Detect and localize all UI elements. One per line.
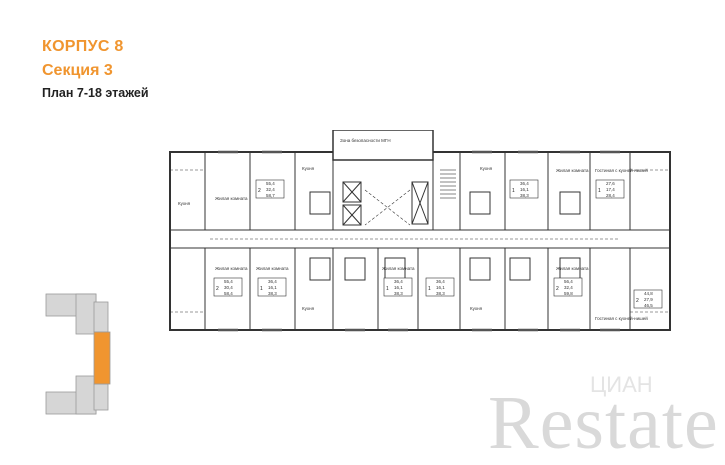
svg-text:36,4: 36,4 (436, 279, 445, 284)
section-key-map (45, 293, 111, 415)
living-label: Жилая комната (556, 266, 589, 271)
section-title: Секция 3 (42, 62, 113, 79)
svg-text:30,4: 30,4 (224, 285, 233, 290)
svg-text:16,1: 16,1 (436, 285, 445, 290)
building-title: КОРПУС 8 (42, 38, 124, 55)
svg-text:36,4: 36,4 (520, 181, 529, 186)
stair-zone-label: Зона безопасности МГН (340, 138, 391, 143)
svg-text:1: 1 (428, 286, 431, 292)
cian-watermark: ЦИАН (590, 372, 653, 397)
elevator-2 (342, 204, 362, 226)
svg-text:16,1: 16,1 (394, 285, 403, 290)
apt-bottom-4: 1 36,4 16,1 38,3 (425, 277, 455, 297)
svg-text:44,8: 44,8 (644, 291, 653, 296)
svg-text:46,5: 46,5 (644, 303, 653, 308)
svg-text:16,1: 16,1 (268, 285, 277, 290)
svg-text:1: 1 (512, 188, 515, 194)
svg-text:2: 2 (258, 188, 261, 194)
svg-text:1: 1 (260, 286, 263, 292)
apt-top-2: 1 36,4 16,1 38,3 (509, 179, 539, 199)
svg-text:2: 2 (636, 298, 639, 304)
outer-wall (169, 151, 671, 331)
svg-text:27,6: 27,6 (606, 181, 615, 186)
svg-text:38,3: 38,3 (520, 193, 529, 198)
apt-bottom-5: 2 56,4 32,4 59,8 (553, 277, 583, 297)
svg-text:55,4: 55,4 (224, 279, 233, 284)
svg-text:2: 2 (556, 286, 559, 292)
current-section-highlight (93, 331, 111, 385)
apt-bottom-6: 2 44,8 27,9 46,5 (633, 289, 663, 309)
svg-text:28,4: 28,4 (606, 193, 615, 198)
svg-text:36,4: 36,4 (394, 279, 403, 284)
apt-bottom-2: 1 36,4 16,1 38,3 (257, 277, 287, 297)
svg-text:17,4: 17,4 (606, 187, 615, 192)
svg-text:38,3: 38,3 (394, 291, 403, 296)
svg-text:32,4: 32,4 (564, 285, 573, 290)
elevator-3 (411, 181, 429, 225)
svg-text:58,7: 58,7 (266, 193, 275, 198)
svg-text:55,4: 55,4 (266, 181, 275, 186)
apt-top-3: 1 27,6 17,4 28,4 (595, 179, 625, 199)
elevator-1 (342, 181, 362, 203)
svg-text:16,1: 16,1 (520, 187, 529, 192)
apt-top-1: 2 55,4 32,4 58,7 (255, 179, 285, 199)
svg-text:38,3: 38,3 (436, 291, 445, 296)
living-label: Жилая комната (256, 266, 289, 271)
apt-bottom-3: 1 36,4 16,1 38,3 (383, 277, 413, 297)
restate-watermark: Restate (488, 381, 719, 465)
svg-text:32,4: 32,4 (266, 187, 275, 192)
svg-text:1: 1 (598, 188, 601, 194)
svg-text:36,4: 36,4 (268, 279, 277, 284)
living-label: Жилая комната (215, 196, 248, 201)
svg-text:2: 2 (216, 286, 219, 292)
svg-text:1: 1 (386, 286, 389, 292)
guest-label: Гостиная с кухней-нишей (595, 315, 648, 321)
kitchen-label: Кухня (178, 201, 191, 206)
kitchen-label: Кухня (480, 166, 493, 171)
svg-text:56,4: 56,4 (564, 279, 573, 284)
svg-text:27,9: 27,9 (644, 297, 653, 302)
floors-caption: План 7-18 этажей (42, 86, 149, 100)
svg-text:59,8: 59,8 (564, 291, 573, 296)
kitchen-label: Кухня (302, 166, 315, 171)
floor-plan: Зона безопасности МГН Кухня Жилая комнат… (169, 130, 671, 332)
svg-text:38,3: 38,3 (268, 291, 277, 296)
guest-label: Гостиная с кухней-нишей (595, 167, 648, 173)
apt-bottom-1: 2 55,4 30,4 58,4 (213, 277, 243, 297)
living-label: Жилая комната (556, 168, 589, 173)
stair-tower (332, 130, 434, 161)
living-label: Жилая комната (382, 266, 415, 271)
svg-text:58,4: 58,4 (224, 291, 233, 296)
kitchen-label: Кухня (470, 306, 483, 311)
kitchen-label: Кухня (302, 306, 315, 311)
living-label: Жилая комната (215, 266, 248, 271)
